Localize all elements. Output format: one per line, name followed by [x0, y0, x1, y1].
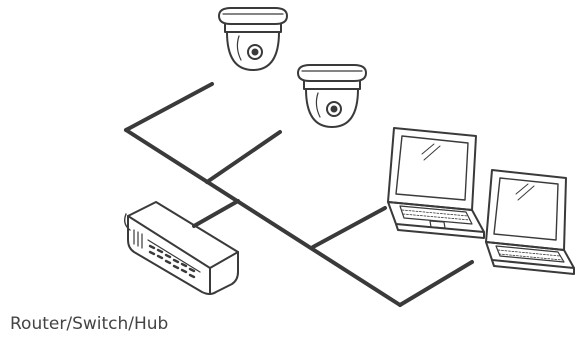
laptop-icon: [387, 127, 485, 239]
laptop-icon: [485, 169, 575, 275]
branch-camera-2: [205, 130, 282, 184]
branch-laptop-1: [311, 206, 387, 249]
dome-camera-icon: [297, 64, 367, 128]
router-label: Router/Switch/Hub: [10, 314, 169, 334]
network-cabling: [124, 82, 474, 307]
branch-camera-1: [124, 82, 214, 132]
dome-camera-icon: [218, 7, 288, 71]
branch-laptop-2: [398, 260, 474, 307]
branch-router: [192, 199, 240, 228]
network-backbone: [124, 128, 402, 307]
router-icon: [123, 201, 239, 295]
